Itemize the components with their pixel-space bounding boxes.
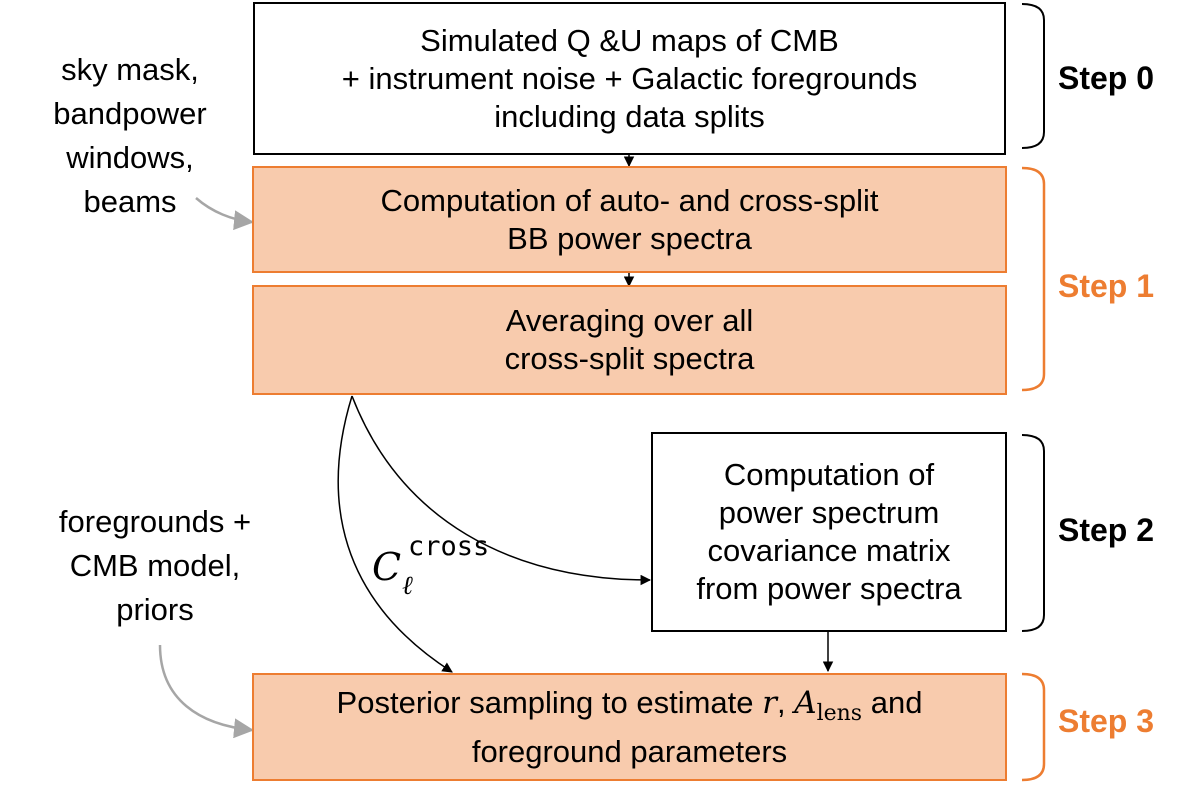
computation-line-1: Computation of auto- and cross-split	[380, 182, 879, 218]
foregrounds-line-3: priors	[116, 592, 194, 627]
posterior-line-2: foreground parameters	[471, 733, 788, 769]
posterior-prefix: Posterior sampling to estimate	[336, 684, 763, 720]
simulated-maps-box: Simulated Q &U maps of CMB + instrument …	[253, 2, 1006, 155]
covariance-line-1: Computation of	[723, 457, 935, 492]
covariance-line-2: power spectrum	[718, 495, 940, 530]
posterior-box: Posterior sampling to estimate r, Alens …	[252, 673, 1007, 781]
sky-mask-line-3: windows,	[66, 140, 194, 175]
posterior-suffix: and	[862, 684, 923, 720]
r-symbol: r	[762, 684, 777, 721]
step3-brace	[1021, 672, 1046, 782]
foregrounds-input-label: foregrounds + CMB model, priors	[20, 500, 290, 632]
averaging-line-2: cross-split spectra	[504, 341, 755, 376]
cross-subscript: ℓ	[402, 571, 413, 601]
averaging-line-1: Averaging over all	[505, 303, 754, 338]
simulated-line-3: including data splits	[494, 98, 765, 134]
step-1-label: Step 1	[1058, 268, 1155, 304]
computation-spectra-box: Computation of auto- and cross-split BB …	[252, 166, 1007, 273]
cross-spectra-label: C cross ℓ	[372, 531, 489, 601]
step2-brace	[1021, 434, 1045, 632]
cross-superscript: cross	[408, 531, 490, 562]
posterior-separator: ,	[776, 684, 795, 720]
foregrounds-line-2: CMB model,	[69, 548, 241, 583]
covariance-box: Computation of power spectrum covariance…	[651, 432, 1007, 632]
covariance-line-4: from power spectra	[696, 571, 962, 606]
step1-brace	[1021, 166, 1046, 392]
arrow-averaging-to-posterior	[337, 395, 453, 673]
foregrounds-line-1: foregrounds +	[58, 504, 252, 539]
step0-brace	[1021, 3, 1045, 149]
sky-mask-line-1: sky mask,	[61, 52, 199, 87]
a-subscript: lens	[816, 700, 863, 726]
arrow-foreground-input	[158, 644, 254, 739]
step-0-label: Step 0	[1058, 60, 1155, 96]
arrow-averaging-to-covariance	[351, 395, 652, 586]
step-2-label: Step 2	[1058, 512, 1155, 548]
posterior-line-1: Posterior sampling to estimate r, Alens …	[337, 684, 923, 733]
computation-line-2: BB power spectra	[507, 220, 752, 256]
a-symbol: A	[794, 684, 817, 721]
sky-mask-input-label: sky mask, bandpower windows, beams	[20, 48, 240, 224]
sky-mask-line-2: bandpower	[53, 96, 207, 131]
covariance-line-3: covariance matrix	[707, 533, 951, 568]
sky-mask-line-4: beams	[83, 184, 177, 219]
step-3-label: Step 3	[1058, 703, 1155, 739]
simulated-line-2: + instrument noise + Galactic foreground…	[341, 60, 918, 96]
arrow-skymask-input	[195, 197, 254, 231]
simulated-line-1: Simulated Q &U maps of CMB	[420, 22, 839, 58]
averaging-box: Averaging over all cross-split spectra	[252, 285, 1007, 395]
cross-symbol: C	[372, 545, 402, 589]
